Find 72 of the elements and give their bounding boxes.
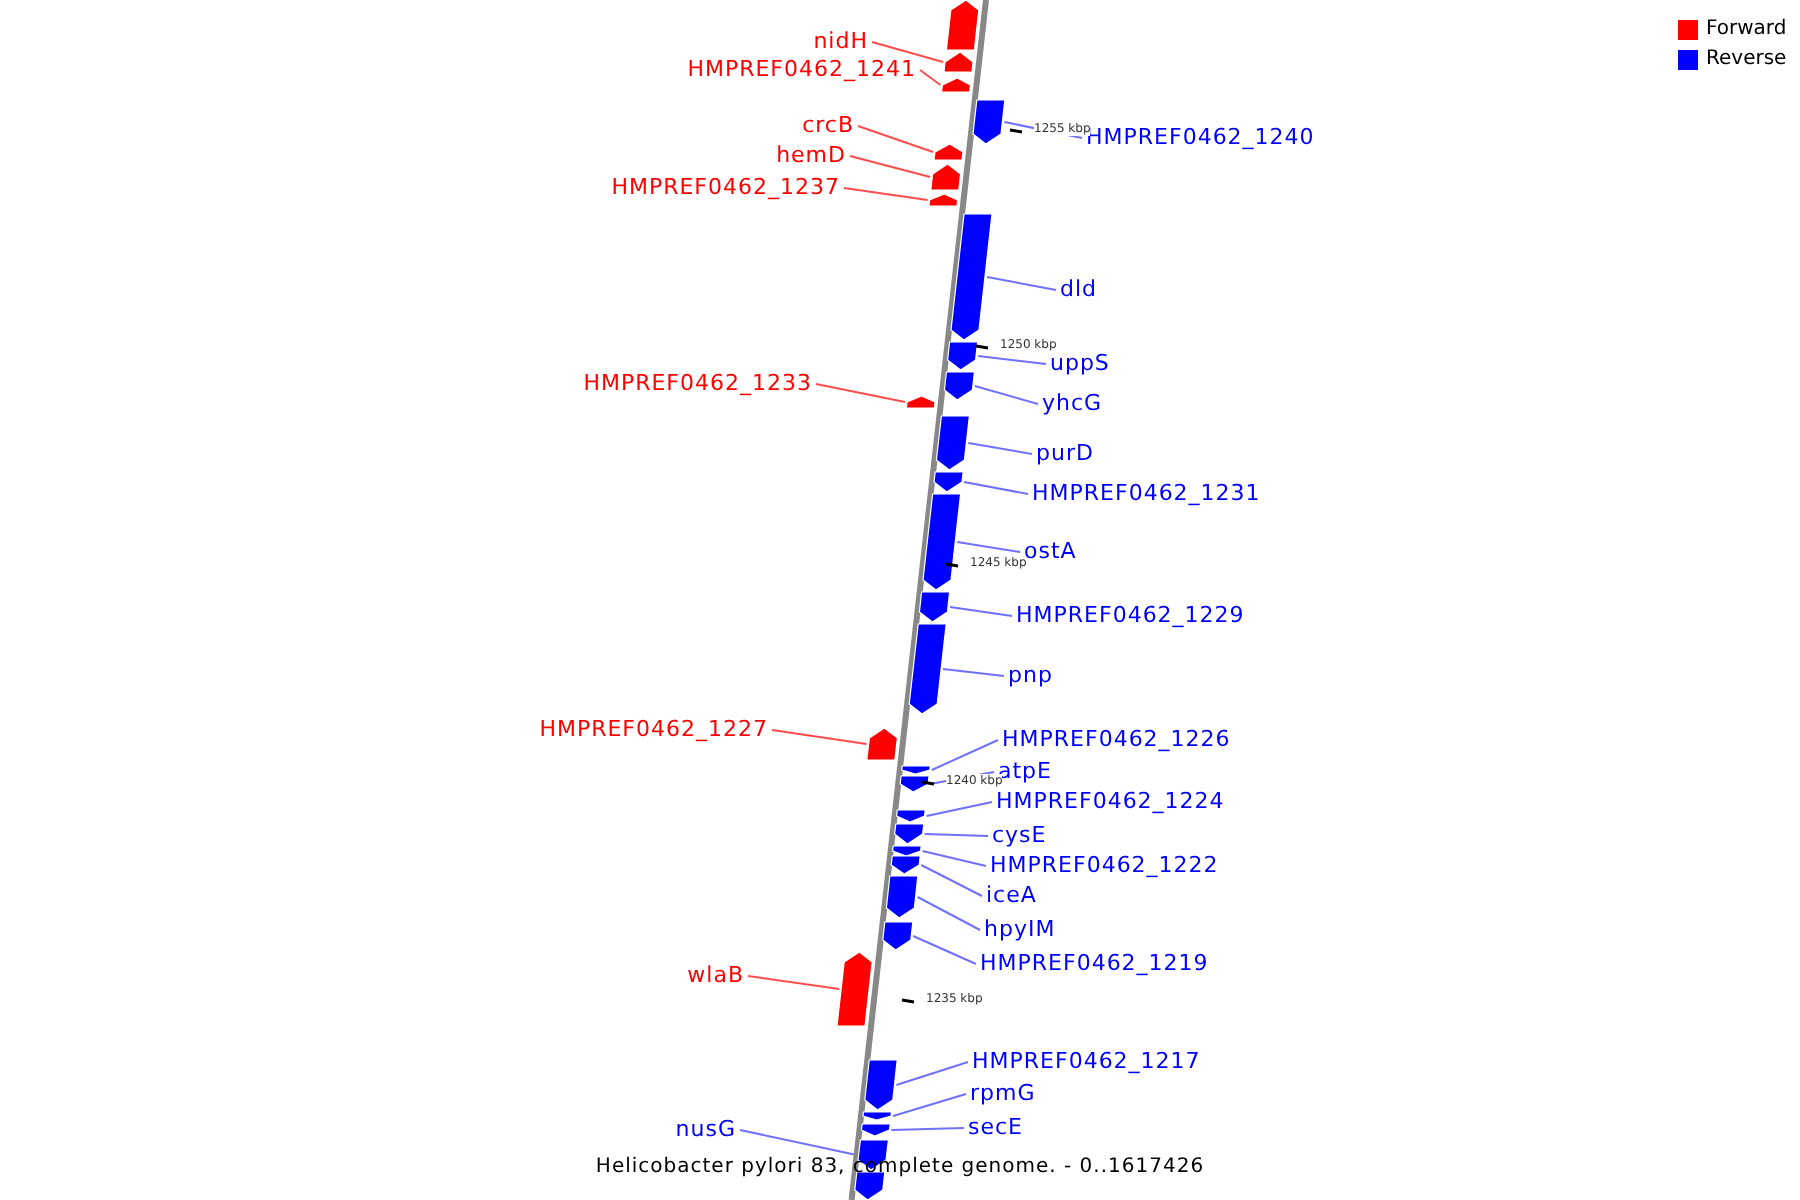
leader-line — [986, 276, 1057, 291]
gene-label: HMPREF0462_1222 — [990, 852, 1219, 878]
gene-label: HMPREF0462_1224 — [996, 788, 1225, 814]
forward-gene-bar — [905, 395, 936, 409]
gene-label: HMPREF0462_1233 — [583, 370, 812, 396]
gene-label: HMPREF0462_1227 — [539, 716, 768, 742]
leader-line — [857, 125, 934, 153]
leader-line — [912, 935, 977, 965]
leader-line — [919, 69, 942, 86]
gene-label: hemD — [776, 142, 846, 168]
leader-line — [739, 1129, 858, 1156]
gene-label: pnp — [1008, 662, 1053, 688]
gene-label: purD — [1036, 440, 1094, 466]
leader-line — [967, 442, 1033, 455]
leader-line — [923, 833, 989, 837]
leader-line — [892, 1093, 967, 1117]
gene-label: HMPREF0462_1226 — [1002, 726, 1231, 752]
leader-line — [747, 975, 841, 990]
leader-line — [920, 864, 983, 897]
gene-label: cysE — [992, 822, 1047, 848]
forward-gene-bar — [836, 951, 873, 1027]
gene-label: yhcG — [1042, 390, 1103, 416]
leader-line — [890, 1127, 965, 1131]
leader-line — [973, 385, 1039, 405]
reverse-gene-bar — [972, 99, 1006, 145]
gene-label: HMPREF0462_1240 — [1086, 124, 1315, 150]
leader-line — [930, 739, 999, 771]
reverse-gene-bar — [891, 845, 922, 857]
gene-label: HMPREF0462_1219 — [980, 950, 1209, 976]
gene-label: secE — [968, 1114, 1023, 1140]
leader-line — [921, 850, 987, 867]
leader-line — [942, 668, 1005, 677]
gene-label: iceA — [986, 882, 1037, 908]
leader-line — [949, 606, 1013, 617]
gene-label: hpyIM — [984, 916, 1056, 942]
gene-label: rpmG — [970, 1080, 1036, 1106]
reverse-gene-bar — [899, 775, 930, 793]
legend-label: Reverse — [1706, 48, 1787, 72]
gene-label: crcB — [802, 112, 854, 138]
reverse-gene-bar — [882, 921, 914, 951]
gene-label: HMPREF0462_1231 — [1032, 480, 1261, 506]
gene-label: nusG — [675, 1116, 736, 1142]
gene-label: nidH — [813, 28, 868, 54]
leader-line — [963, 481, 1029, 495]
gene-label: dld — [1060, 276, 1098, 302]
caption: Helicobacter pylori 83, complete genome. - 0..1617426 — [595, 1156, 1205, 1180]
reverse-gene-bar — [893, 823, 925, 845]
leader-line — [925, 801, 993, 817]
forward-gene-bar — [866, 727, 899, 761]
leader-line — [956, 541, 1021, 553]
gene-label: ostA — [1024, 538, 1077, 564]
reverse-gene-bar — [943, 371, 976, 401]
reverse-gene-bar — [895, 809, 926, 823]
gene-label: HMPREF0462_1229 — [1016, 602, 1245, 628]
gene-label: wlaB — [687, 962, 744, 988]
reverse-gene-bar — [901, 765, 931, 775]
leader-line — [843, 187, 929, 201]
leader-line — [849, 155, 932, 178]
gene-label: atpE — [998, 758, 1052, 784]
leader-line — [977, 355, 1047, 365]
leader-line — [771, 729, 868, 745]
leader-line — [871, 41, 944, 63]
gene-label: HMPREF0462_1241 — [687, 56, 916, 82]
gene-label: HMPREF0462_1237 — [611, 174, 840, 200]
leader-line — [916, 896, 981, 931]
forward-gene-bar — [940, 77, 972, 93]
legend-label: Forward — [1706, 18, 1787, 42]
leader-line — [815, 383, 906, 403]
gene-label: uppS — [1050, 350, 1110, 376]
leader-line — [895, 1061, 969, 1086]
forward-gene-bar — [933, 143, 964, 161]
gene-label: HMPREF0462_1217 — [972, 1048, 1201, 1074]
